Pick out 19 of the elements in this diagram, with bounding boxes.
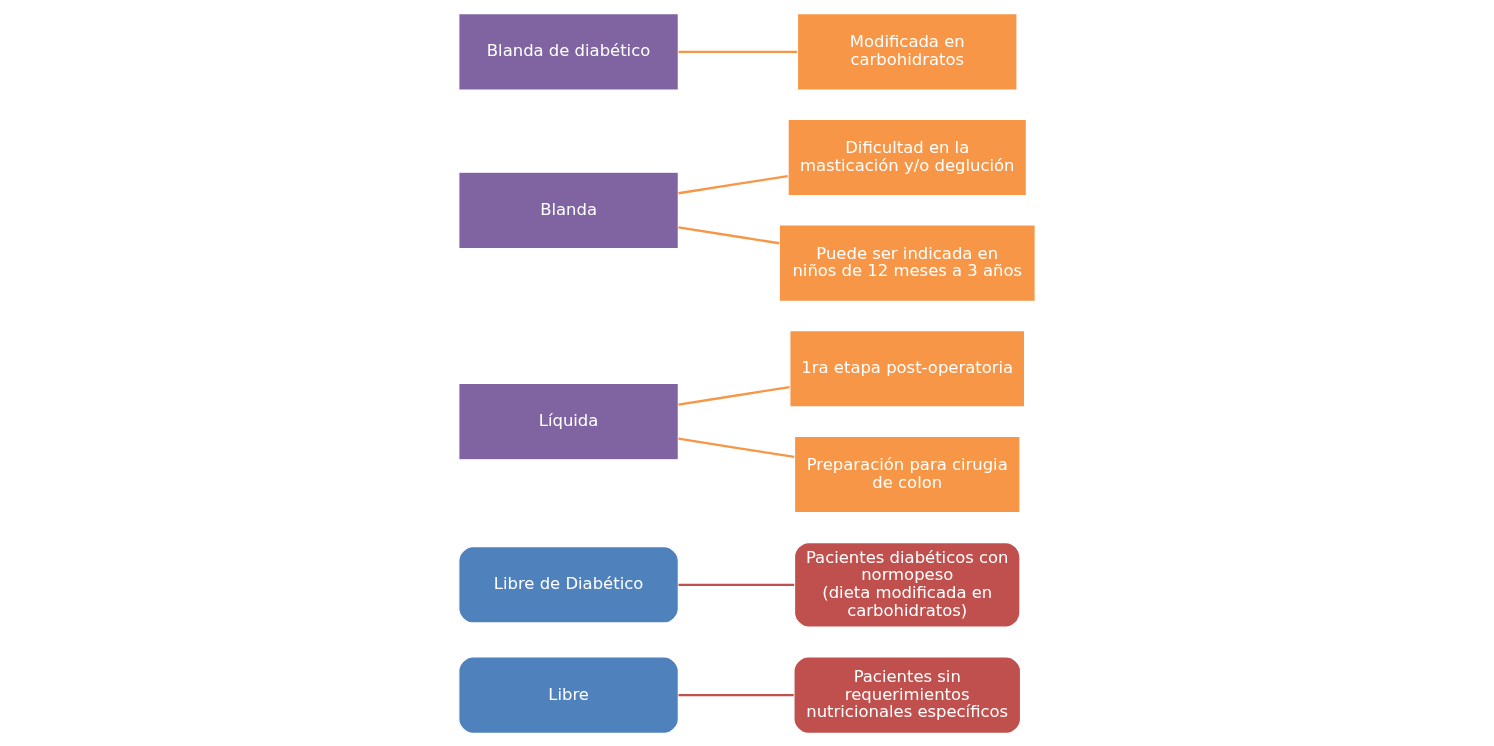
node-box: Modificada en carbohidratos	[796, 12, 1018, 91]
connector	[678, 693, 794, 696]
node-box: Líquida	[458, 382, 679, 460]
node-box: Libre	[458, 655, 679, 734]
connector	[678, 385, 790, 406]
connector	[678, 174, 788, 194]
node-box: Blanda	[458, 171, 679, 249]
node-box: Blanda de diabético	[458, 12, 679, 91]
connector	[678, 583, 795, 586]
connector	[678, 225, 780, 244]
connector	[678, 50, 798, 53]
node-box: Libre de Diabético	[458, 545, 679, 624]
node-box: Dificultad en la masticación y/o deglución	[787, 118, 1027, 196]
node-box: Pacientes diabéticos con normopeso (dieta modificada en carbohidratos)	[793, 541, 1021, 628]
node-box: Pacientes sin requerimientos nutricionales específicos	[793, 655, 1022, 734]
connector	[678, 437, 795, 458]
node-box: Preparación para cirugia de colon	[793, 435, 1021, 513]
node-box: Puede ser indicada en niños de 12 meses a 3 años	[778, 223, 1036, 302]
node-box: 1ra etapa post-operatoria	[789, 329, 1026, 408]
